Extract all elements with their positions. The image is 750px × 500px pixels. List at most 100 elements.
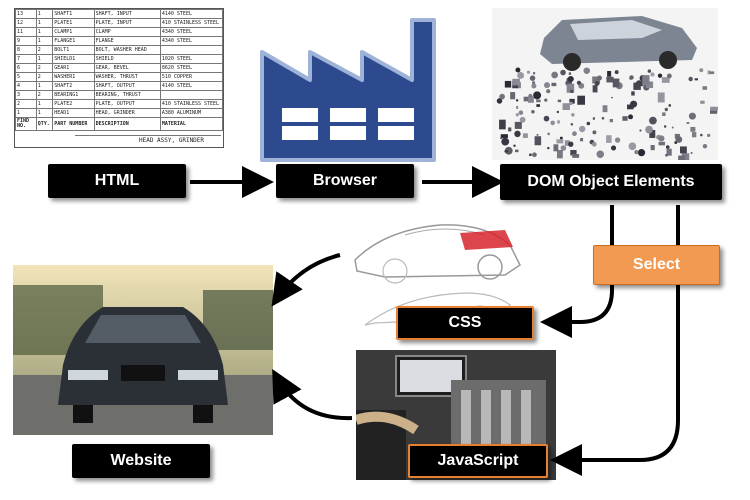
- car-part: [691, 132, 697, 138]
- car-part: [629, 77, 632, 80]
- car-part: [607, 70, 612, 77]
- car-part: [566, 83, 575, 93]
- car-part: [665, 153, 668, 157]
- arrow-javascript-to-website: [272, 368, 353, 421]
- car-part: [666, 73, 672, 79]
- car-part: [515, 99, 519, 102]
- car-part: [627, 104, 634, 110]
- car-part: [536, 104, 540, 107]
- car-sketch-image: [354, 224, 521, 326]
- car-part: [556, 139, 564, 144]
- car-part: [560, 69, 566, 76]
- browser-label: Browser: [276, 164, 414, 198]
- car-part: [702, 86, 708, 90]
- car-part: [586, 121, 591, 126]
- car-part: [519, 116, 526, 123]
- car-part: [596, 150, 605, 158]
- car-part: [678, 155, 686, 160]
- car-part: [528, 95, 534, 103]
- car-part: [635, 150, 639, 154]
- car-part: [500, 137, 503, 140]
- car-part: [583, 67, 591, 74]
- car-part: [531, 83, 537, 89]
- car-part: [592, 85, 598, 93]
- car-part: [534, 136, 542, 146]
- car-part: [610, 145, 617, 151]
- car-part: [567, 75, 574, 83]
- car-part: [543, 115, 550, 122]
- car-part: [499, 93, 505, 100]
- car-part: [546, 89, 551, 94]
- car-part: [668, 104, 672, 107]
- car-part: [592, 117, 595, 120]
- car-part: [501, 137, 510, 146]
- car-part: [557, 99, 562, 103]
- car-part: [592, 130, 597, 135]
- car-part: [560, 145, 567, 151]
- car-part: [642, 75, 650, 86]
- car-part: [569, 101, 573, 106]
- car-part: [510, 92, 516, 100]
- car-part: [518, 110, 524, 115]
- car-part: [594, 81, 600, 86]
- car-part: [622, 116, 628, 121]
- car-part: [606, 135, 612, 143]
- car-part: [562, 103, 570, 111]
- car-part: [666, 148, 672, 156]
- car-part: [529, 153, 532, 156]
- car-part: [523, 96, 529, 102]
- dom-object-elements-label: DOM Object Elements: [500, 164, 722, 200]
- car-part: [515, 67, 521, 73]
- car-part: [700, 100, 705, 104]
- car-part: [513, 144, 516, 148]
- car-part: [690, 152, 693, 155]
- car-part: [580, 138, 584, 142]
- car-part: [571, 113, 575, 117]
- car-part: [649, 130, 656, 138]
- car-part: [674, 133, 680, 139]
- car-part: [658, 141, 666, 146]
- car-part: [528, 93, 532, 98]
- car-part: [522, 133, 528, 138]
- car-part: [649, 116, 657, 125]
- car-part: [536, 99, 541, 103]
- car-part: [707, 70, 711, 75]
- car-part: [568, 72, 572, 75]
- car-part: [614, 70, 619, 75]
- car-part: [514, 130, 521, 138]
- car-part: [515, 112, 520, 117]
- car-part: [543, 82, 551, 89]
- car-part: [572, 131, 577, 137]
- car-part: [602, 105, 608, 113]
- car-part: [628, 114, 634, 120]
- car-part: [504, 150, 508, 153]
- car-part: [532, 152, 537, 158]
- car-part: [645, 125, 653, 134]
- car-part: [702, 143, 708, 149]
- car-part: [630, 100, 638, 108]
- car-part: [671, 126, 674, 129]
- car-part: [553, 144, 559, 152]
- car-part: [592, 76, 601, 84]
- arrow-dom-to-javascript: [550, 205, 680, 476]
- car-part: [570, 150, 577, 156]
- car-part: [591, 141, 597, 147]
- car-part: [504, 80, 512, 88]
- arrow-dom-to-css: [540, 205, 614, 338]
- car-part: [579, 125, 586, 133]
- car-part: [631, 91, 635, 96]
- car-part: [665, 145, 670, 149]
- car-part: [570, 122, 574, 126]
- car-part: [707, 133, 711, 138]
- car-part: [512, 78, 520, 86]
- car-part: [657, 73, 663, 78]
- car-part: [688, 112, 696, 120]
- car-part: [569, 98, 575, 104]
- car-part: [658, 135, 665, 142]
- car-part: [504, 146, 513, 155]
